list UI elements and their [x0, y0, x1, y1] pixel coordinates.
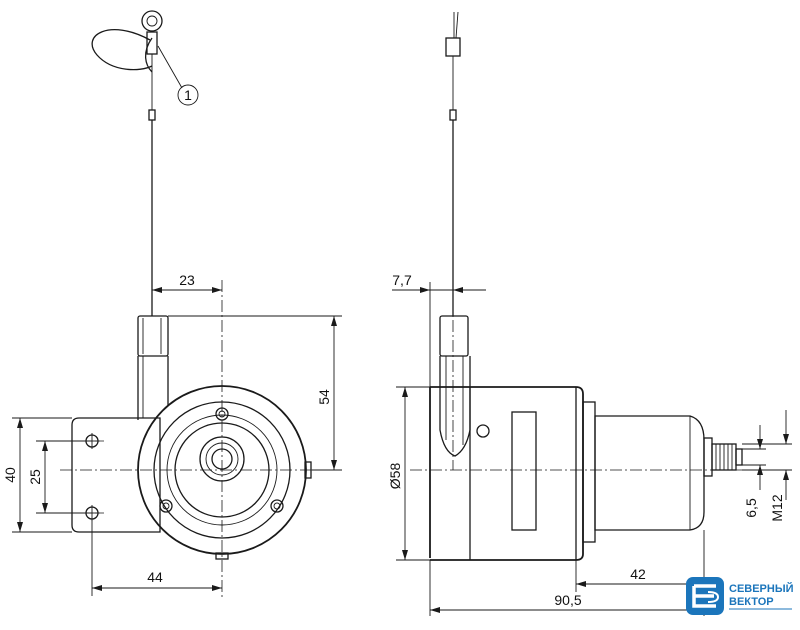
- dim-front-25: 25: [27, 469, 43, 485]
- dim-side-diameter-58: Ø58: [387, 463, 403, 490]
- dim-side-90-5: 90,5: [554, 592, 581, 608]
- front-view: 1: [2, 10, 342, 600]
- dim-front-54: 54: [316, 389, 332, 405]
- side-view: 7,7 Ø58 42 90,5 6,5: [387, 11, 792, 616]
- dim-side-42: 42: [630, 566, 646, 582]
- dim-side-7-7: 7,7: [392, 272, 412, 288]
- logo-line-2: ВЕКТОР: [729, 596, 774, 608]
- dim-side-6-5: 6,5: [743, 498, 759, 518]
- logo: СЕВЕРНЫЙ ВЕКТОР: [686, 577, 794, 615]
- logo-mark-icon: [686, 577, 724, 615]
- dim-front-23: 23: [179, 272, 195, 288]
- dim-front-40: 40: [2, 467, 18, 483]
- logo-line-1: СЕВЕРНЫЙ: [729, 582, 794, 595]
- callout-1: 1: [184, 87, 192, 103]
- dim-side-m12: M12: [769, 494, 785, 521]
- dim-front-44: 44: [147, 569, 163, 585]
